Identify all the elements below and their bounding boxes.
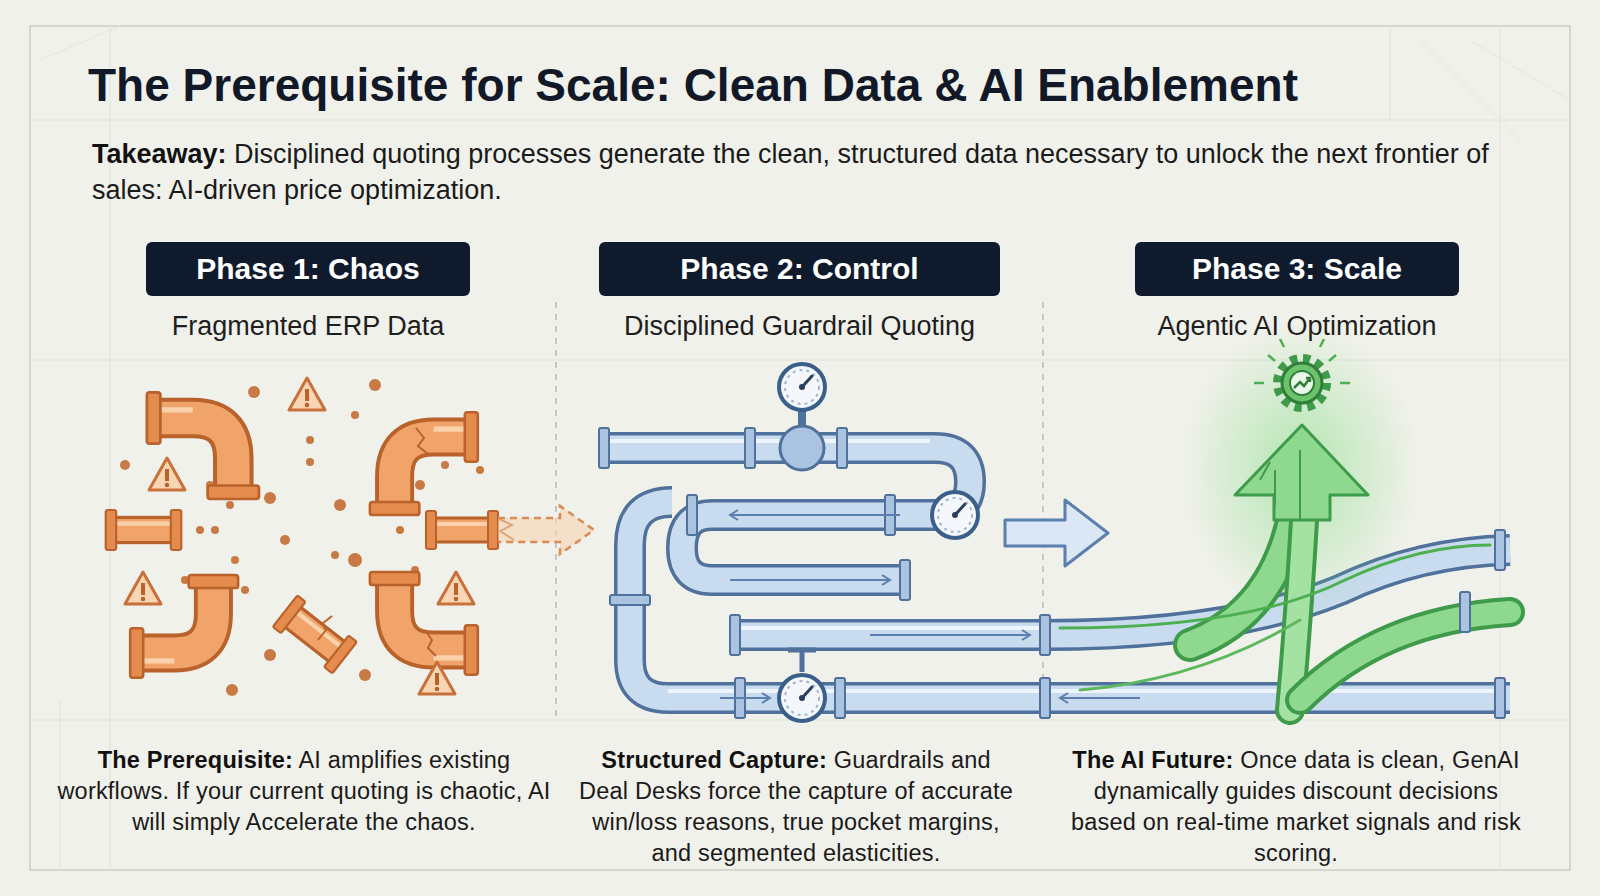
- takeaway-block: Takeaway: Disciplined quoting processes …: [92, 136, 1532, 208]
- phase-subtitle: Fragmented ERP Data: [146, 311, 470, 342]
- phase-heading: Phase 2: Control: [599, 242, 1000, 296]
- note-heading: Structured Capture:: [601, 747, 827, 773]
- phase-note-block: Structured Capture: Guardrails and Deal …: [578, 745, 1014, 869]
- phase-node: Phase 1: ChaosFragmented ERP Data: [146, 242, 470, 342]
- note-heading: Takeaway:: [92, 139, 227, 169]
- phase-note-block: The Prerequisite: AI amplifies existing …: [44, 745, 564, 838]
- phase-node: Phase 2: ControlDisciplined Guardrail Qu…: [599, 242, 1000, 342]
- phase-heading: Phase 1: Chaos: [146, 242, 470, 296]
- phase-note-block: The AI Future: Once data is clean, GenAI…: [1068, 745, 1524, 869]
- phase-node: Phase 3: ScaleAgentic AI Optimization: [1135, 242, 1459, 342]
- phase-subtitle: Agentic AI Optimization: [1135, 311, 1459, 342]
- phase-subtitle: Disciplined Guardrail Quoting: [599, 311, 1000, 342]
- title: The Prerequisite for Scale: Clean Data &…: [88, 58, 1298, 112]
- note-body: Disciplined quoting processes generate t…: [92, 139, 1489, 205]
- phase-heading: Phase 3: Scale: [1135, 242, 1459, 296]
- note-heading: The AI Future:: [1072, 747, 1233, 773]
- note-heading: The Prerequisite:: [98, 747, 293, 773]
